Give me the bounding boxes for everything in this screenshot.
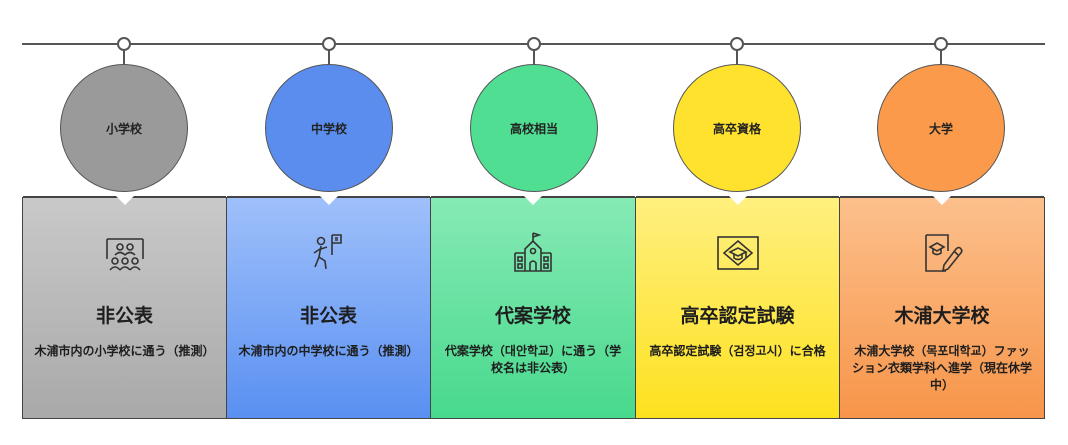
stage-description: 木浦大学校（목포대학교）ファッション衣類学科へ進学（現在休学中） <box>851 344 1032 392</box>
stage-circle-label: 中学校 <box>310 121 347 136</box>
stage-circle: 高卒資格 <box>673 64 801 192</box>
timeline-connector <box>123 49 125 65</box>
stage-panel: 高卒認定試験高卒認定試験（검정고시）に合格 <box>636 196 840 419</box>
timeline-connector <box>328 49 330 65</box>
stage-circle: 中学校 <box>265 64 393 192</box>
stage-description: 木浦市内の小学校に通う（推測） <box>34 344 215 358</box>
stage-panel: 非公表木浦市内の小学校に通う（推測） <box>22 196 227 419</box>
stage-title: 高卒認定試験 <box>680 305 795 327</box>
panel-notch <box>524 196 542 205</box>
stage-circle: 高校相当 <box>470 64 598 192</box>
stage-panel: 木浦大学校木浦大学校（목포대학교）ファッション衣類学科へ進学（現在休学中） <box>840 196 1045 419</box>
timeline-connector <box>533 49 535 65</box>
stage-title: 非公表 <box>299 305 357 327</box>
stage-circle-label: 高卒資格 <box>712 121 761 136</box>
panel-notch <box>115 196 134 205</box>
panel-notch <box>728 196 747 205</box>
stage-title: 非公表 <box>95 305 153 327</box>
student-walking-icon <box>305 229 353 277</box>
stage-panel: 非公表木浦市内の中学校に通う（推測） <box>227 196 431 419</box>
stage-circle-label: 高校相当 <box>509 121 558 136</box>
stage-title: 木浦大学校 <box>894 305 990 327</box>
stage-circle-label: 小学校 <box>105 121 142 136</box>
stage-panel: 代案学校代案学校（대안학교）に通う（学校名は非公表） <box>431 196 636 419</box>
school-building-icon <box>509 229 557 277</box>
university-pen-icon <box>918 229 966 277</box>
stage-circle: 小学校 <box>60 64 188 192</box>
panel-notch <box>933 196 951 205</box>
stage-description: 代案学校（대안학교）に通う（学校名は非公表） <box>444 344 622 375</box>
stage-description: 木浦市内の中学校に通う（推測） <box>238 344 419 358</box>
stage-title: 代案学校 <box>494 305 571 327</box>
diploma-icon <box>714 229 762 277</box>
timeline-connector <box>736 49 738 65</box>
stage-circle-label: 大学 <box>928 121 953 136</box>
stage-circle: 大学 <box>877 64 1005 192</box>
stage-description: 高卒認定試験（검정고시）に合格 <box>649 344 826 358</box>
panel-notch <box>319 196 338 205</box>
timeline-connector <box>940 49 942 65</box>
classroom-icon <box>101 229 149 277</box>
